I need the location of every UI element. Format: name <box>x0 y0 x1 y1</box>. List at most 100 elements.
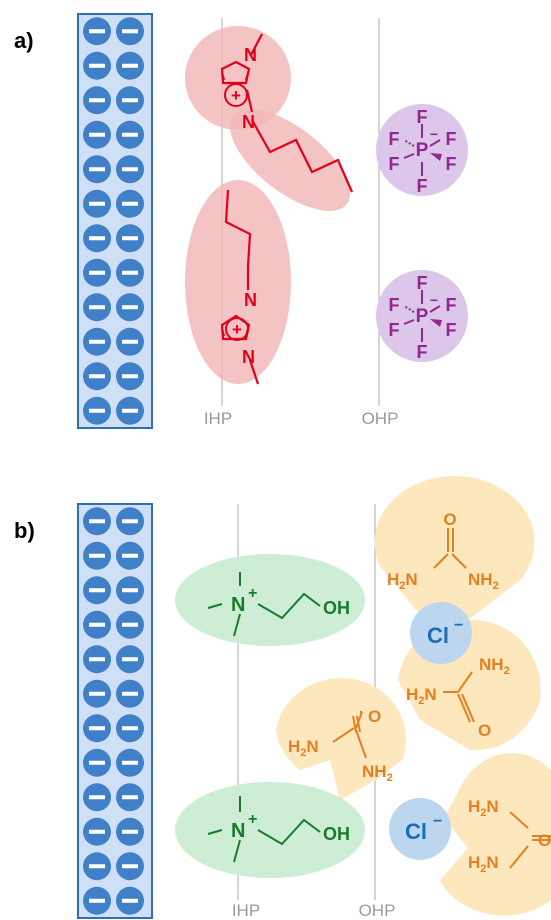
svg-text:F: F <box>446 295 457 315</box>
minus-sign-icon <box>89 408 105 413</box>
panel-b-label: b) <box>14 518 35 543</box>
svg-text:O: O <box>368 707 381 726</box>
svg-text:F: F <box>446 154 457 174</box>
minus-sign-icon <box>89 622 105 627</box>
svg-text:OH: OH <box>323 598 350 618</box>
electrode-b <box>77 503 153 919</box>
svg-text:OH: OH <box>323 824 350 844</box>
svg-text:NH2: NH2 <box>362 762 393 784</box>
plus-circle-lower <box>225 317 249 341</box>
urea-center: O H2N NH2 <box>276 678 406 800</box>
svg-text:−: − <box>433 813 442 830</box>
ohp-label-a: OHP <box>362 409 399 428</box>
minus-sign-icon <box>122 63 138 68</box>
cation-ring-blob <box>185 26 291 130</box>
svg-text:O: O <box>538 831 551 850</box>
svg-text:F: F <box>389 154 400 174</box>
svg-text:H2N: H2N <box>468 797 499 819</box>
svg-text:O: O <box>478 721 491 740</box>
minus-sign-icon <box>122 519 138 524</box>
minus-sign-icon <box>122 29 138 34</box>
minus-sign-icon <box>122 374 138 379</box>
bmim-cation-upper: + N N <box>185 26 354 211</box>
svg-text:−: − <box>430 126 438 142</box>
minus-sign-icon <box>89 374 105 379</box>
svg-text:N: N <box>244 290 257 310</box>
minus-sign-icon <box>122 760 138 765</box>
ihp-label-a: IHP <box>204 409 232 428</box>
minus-sign-icon <box>122 270 138 275</box>
minus-sign-icon <box>89 63 105 68</box>
svg-text:H2N: H2N <box>468 853 499 875</box>
minus-sign-icon <box>122 691 138 696</box>
minus-sign-icon <box>89 691 105 696</box>
svg-text:+: + <box>232 320 242 339</box>
urea-blob-3 <box>276 678 406 800</box>
svg-text:NH2: NH2 <box>479 655 510 677</box>
ohp-label-b: OHP <box>359 901 396 920</box>
svg-text:P: P <box>416 306 429 327</box>
ihp-label-b: IHP <box>232 901 260 920</box>
svg-text:Cl: Cl <box>427 623 449 648</box>
minus-sign-icon <box>89 132 105 137</box>
cation-blob-lower <box>185 180 291 384</box>
svg-text:N: N <box>242 347 255 367</box>
svg-text:N: N <box>231 820 245 842</box>
svg-text:+: + <box>231 86 241 105</box>
svg-text:F: F <box>417 107 428 127</box>
minus-sign-icon <box>89 201 105 206</box>
svg-text:H2N: H2N <box>406 685 437 707</box>
svg-text:H2N: H2N <box>387 570 418 592</box>
minus-sign-icon <box>89 167 105 172</box>
minus-sign-icon <box>89 760 105 765</box>
panel-b: b) IHP OHP O H2N NH2 <box>14 476 551 920</box>
minus-sign-icon <box>89 864 105 869</box>
bmim-cation-lower: + N N <box>185 180 291 385</box>
electrode-a <box>77 13 153 429</box>
svg-text:N: N <box>244 45 257 65</box>
electrode-bar <box>77 13 153 429</box>
svg-text:−: − <box>430 292 438 308</box>
minus-sign-icon <box>89 305 105 310</box>
electrode-bar <box>77 503 153 919</box>
minus-sign-icon <box>122 588 138 593</box>
minus-sign-icon <box>122 408 138 413</box>
minus-sign-icon <box>122 829 138 834</box>
choline-upper: N + OH <box>175 554 365 646</box>
svg-text:F: F <box>446 129 457 149</box>
svg-text:O: O <box>443 510 456 529</box>
svg-text:+: + <box>248 811 257 828</box>
minus-sign-icon <box>89 339 105 344</box>
urea-top: O H2N NH2 <box>374 476 535 620</box>
chloride-lower: Cl − <box>389 798 451 860</box>
svg-text:H2N: H2N <box>288 737 319 759</box>
urea-blob-4 <box>440 752 551 916</box>
svg-text:F: F <box>389 295 400 315</box>
minus-sign-icon <box>122 657 138 662</box>
minus-sign-icon <box>89 236 105 241</box>
choline-lower: N + OH <box>175 782 365 878</box>
minus-sign-icon <box>89 270 105 275</box>
urea-blob <box>374 476 535 620</box>
minus-sign-icon <box>89 829 105 834</box>
minus-sign-icon <box>122 898 138 903</box>
minus-sign-icon <box>89 519 105 524</box>
svg-text:F: F <box>446 320 457 340</box>
minus-sign-icon <box>89 553 105 558</box>
minus-sign-icon <box>122 305 138 310</box>
svg-text:NH2: NH2 <box>468 570 499 592</box>
minus-sign-icon <box>122 132 138 137</box>
svg-text:F: F <box>417 273 428 293</box>
minus-sign-icon <box>89 29 105 34</box>
svg-text:Cl: Cl <box>405 819 427 844</box>
minus-sign-icon <box>122 98 138 103</box>
minus-sign-icon <box>89 795 105 800</box>
svg-text:F: F <box>389 129 400 149</box>
minus-sign-icon <box>122 339 138 344</box>
panel-a-label: a) <box>14 28 34 53</box>
svg-text:N: N <box>231 594 245 616</box>
minus-sign-icon <box>122 553 138 558</box>
